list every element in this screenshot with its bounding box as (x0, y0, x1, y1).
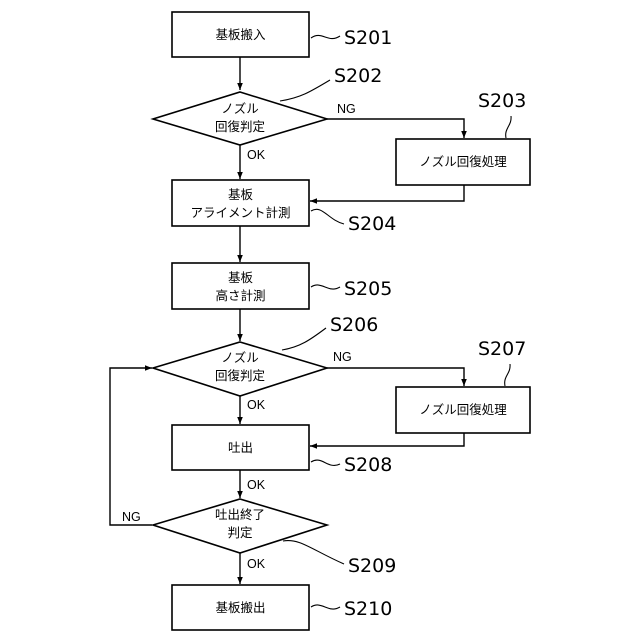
leader-s210 (311, 605, 340, 609)
node-s203: ノズル回復処理 (396, 139, 530, 185)
node-s209: 吐出終了 判定 (153, 499, 327, 553)
leader-s204 (311, 209, 344, 224)
node-label: 基板搬出 (215, 600, 265, 615)
flag-s208-ok: OK (247, 478, 266, 492)
node-label-line1: 基板 (228, 270, 254, 285)
node-s204: 基板 アライメント計測 (172, 180, 309, 226)
leader-s203 (506, 116, 511, 138)
node-label-line1: 基板 (228, 187, 254, 202)
flag-s202-ok: OK (247, 148, 266, 162)
node-label: 吐出 (228, 440, 253, 455)
node-label-line2: アライメント計測 (190, 205, 290, 220)
step-id-s207: S207 (478, 338, 526, 360)
node-s206: ノズル 回復判定 (153, 342, 327, 396)
leader-s201 (311, 35, 340, 38)
arrow-s206-to-s207 (327, 368, 464, 386)
node-label-line1: ノズル (221, 101, 259, 116)
step-id-s205: S205 (344, 278, 392, 300)
leader-s207 (505, 364, 510, 386)
step-id-s202: S202 (334, 65, 382, 87)
step-id-s201: S201 (344, 27, 392, 49)
node-s201: 基板搬入 (172, 12, 309, 57)
flag-s209-ok: OK (247, 557, 266, 571)
step-id-s204: S204 (348, 213, 396, 235)
node-s205: 基板 高さ計測 (172, 263, 309, 309)
step-id-s209: S209 (348, 555, 396, 577)
node-s210: 基板搬出 (172, 585, 309, 630)
flag-s209-ng: NG (122, 510, 141, 524)
node-label-line1: 吐出終了 (215, 507, 265, 522)
node-s202: ノズル 回復判定 (153, 92, 327, 145)
flag-s206-ok: OK (247, 398, 266, 412)
flag-s206-ng: NG (333, 350, 352, 364)
node-label: ノズル回復処理 (419, 154, 507, 169)
step-id-s203: S203 (478, 90, 526, 112)
arrow-s202-to-s203 (327, 119, 464, 138)
step-id-s206: S206 (330, 314, 378, 336)
connectors (110, 57, 464, 584)
node-label-line2: 高さ計測 (215, 288, 265, 303)
node-label-line2: 判定 (227, 525, 252, 540)
leader-s209 (283, 541, 344, 564)
leader-s205 (311, 285, 340, 289)
step-id-s208: S208 (344, 454, 392, 476)
arrow-s203-to-s204 (310, 185, 464, 201)
step-id-s210: S210 (344, 598, 392, 620)
flag-s202-ng: NG (337, 102, 356, 116)
node-label-line1: ノズル (221, 350, 259, 365)
node-label-line2: 回復判定 (215, 119, 265, 134)
node-label-line2: 回復判定 (215, 368, 265, 383)
leader-s206 (282, 328, 326, 350)
node-s208: 吐出 (172, 425, 309, 470)
node-s207: ノズル回復処理 (396, 387, 530, 433)
node-label: ノズル回復処理 (419, 402, 507, 417)
node-label: 基板搬入 (215, 27, 266, 42)
arrow-s209-loop-to-s206 (110, 368, 152, 525)
step-ids: S201 S202 S203 S204 S205 S206 S207 S208 … (330, 27, 526, 620)
arrow-s207-to-s208 (310, 433, 464, 446)
leader-s208 (311, 460, 340, 465)
leader-s202 (280, 80, 330, 101)
